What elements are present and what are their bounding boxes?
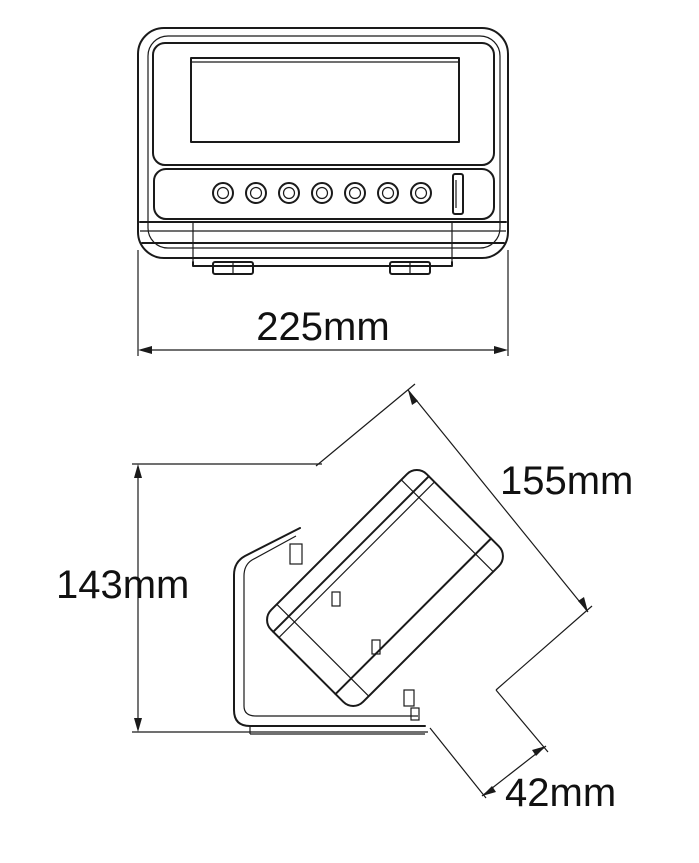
button-row: [212, 182, 432, 204]
depth-dimension: 155mm: [315, 383, 633, 691]
panel-button: [344, 182, 366, 204]
stand-bracket: [233, 527, 426, 727]
depth-label: 155mm: [500, 459, 633, 503]
tilted-head: [266, 469, 504, 707]
side-view: [233, 469, 504, 735]
height-label: 143mm: [56, 563, 189, 607]
power-switch: [452, 173, 464, 215]
panel-button-cap: [414, 186, 428, 200]
width-dimension: 225mm: [137, 250, 509, 356]
display-window: [190, 57, 460, 143]
front-housing-inner: [147, 35, 501, 249]
front-view: [137, 27, 509, 275]
height-dimension: 143mm: [56, 463, 428, 733]
panel-button: [410, 182, 432, 204]
panel-button: [377, 182, 399, 204]
panel-button-cap: [348, 186, 362, 200]
control-panel: [153, 168, 495, 220]
width-label: 225mm: [256, 305, 389, 349]
panel-button-cap: [282, 186, 296, 200]
panel-button-cap: [216, 186, 230, 200]
panel-button: [311, 182, 333, 204]
panel-button-cap: [381, 186, 395, 200]
display-bezel: [152, 42, 495, 166]
panel-button: [278, 182, 300, 204]
front-housing-outer: [137, 27, 509, 259]
panel-button-cap: [315, 186, 329, 200]
panel-button: [212, 182, 234, 204]
panel-button: [245, 182, 267, 204]
thickness-label: 42mm: [505, 771, 616, 815]
panel-button-cap: [249, 186, 263, 200]
thickness-dimension: 42mm: [429, 689, 616, 815]
